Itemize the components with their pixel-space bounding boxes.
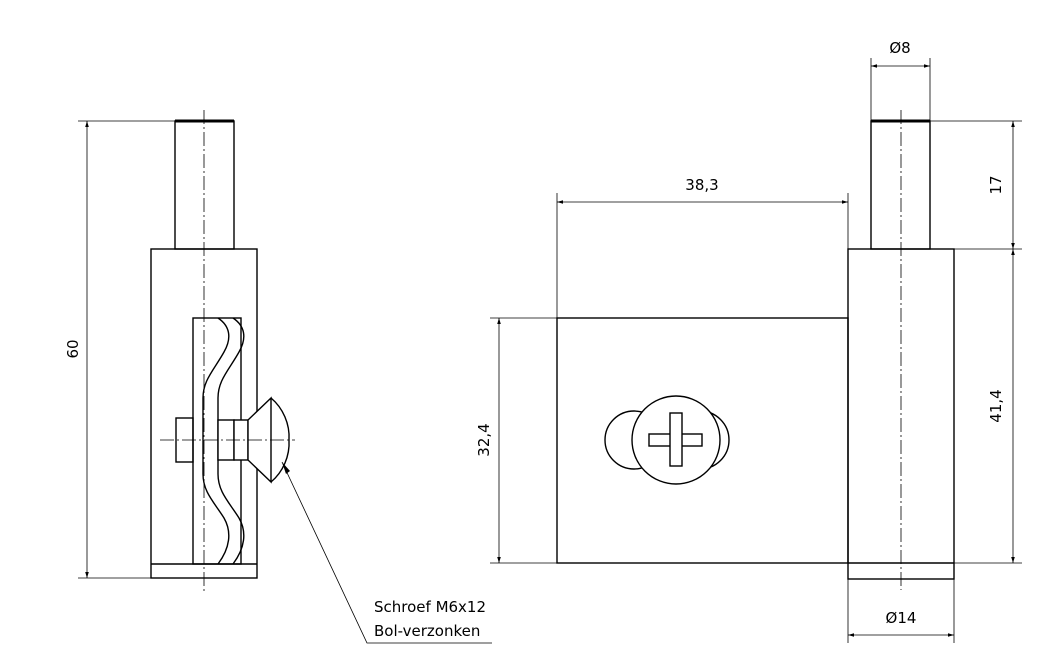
spring-plate-inner — [202, 317, 230, 565]
dim-d14-label: Ø14 — [886, 609, 917, 627]
dim-32-label: 32,4 — [475, 423, 493, 456]
dim-38-label: 38,3 — [685, 176, 718, 194]
side-pin — [174, 120, 235, 250]
dim-60-label: 60 — [64, 339, 82, 358]
screw-callout-leader — [281, 461, 492, 644]
screw-callout-line2: Bol-verzonken — [374, 622, 480, 640]
screw-callout-line1: Schroef M6x12 — [374, 598, 486, 616]
dim-d8-label: Ø8 — [889, 39, 910, 57]
front-view: Ø8 38,3 17 41,4 32,4 Ø14 — [475, 39, 1022, 643]
front-pin — [870, 120, 931, 250]
screw-callout-arrow — [282, 462, 290, 474]
phillips-center — [671, 435, 681, 445]
dim-41-label: 41,4 — [987, 389, 1005, 422]
side-view: 60 Schroef M6x12 Bol-verzonken — [64, 110, 492, 644]
dim-17-label: 17 — [987, 175, 1005, 194]
